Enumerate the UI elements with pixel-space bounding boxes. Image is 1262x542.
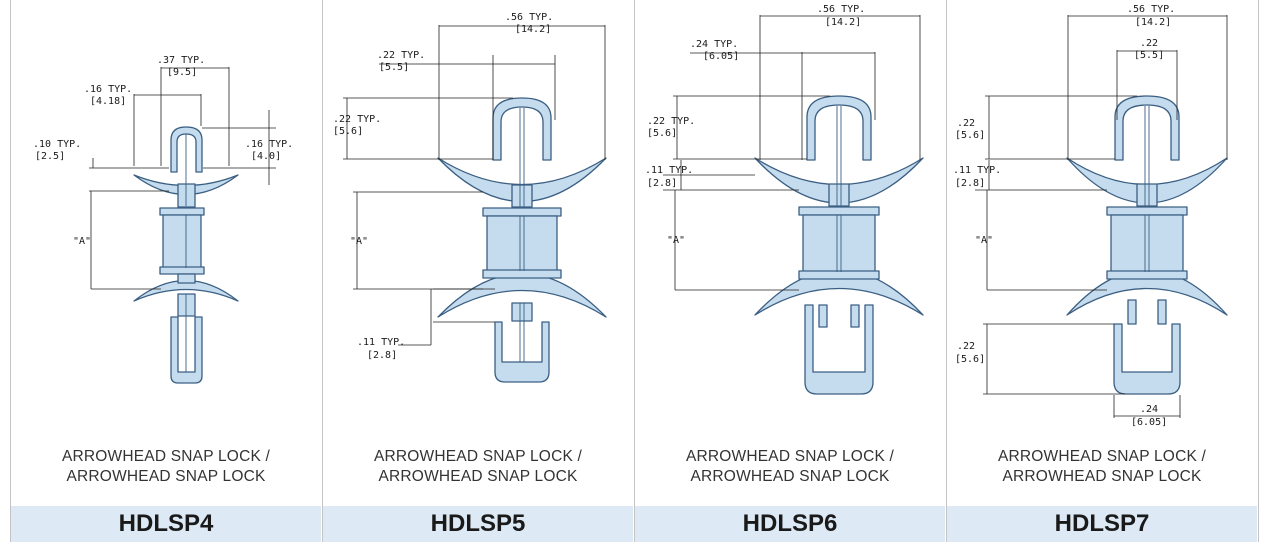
dimension-labels: .56 TYP. [14.2] .22 TYP. [5.5] .22 TYP. …: [333, 12, 553, 361]
dim-text: .10 TYP.: [33, 139, 81, 150]
divider-line: [946, 0, 947, 542]
panel-hdlsp6: .56 TYP. [14.2] .24 TYP. [6.05] .22 TYP.…: [635, 0, 945, 542]
dim-text: [6.05]: [703, 51, 739, 62]
dim-text: .56 TYP.: [1127, 4, 1175, 15]
description-line: ARROWHEAD SNAP LOCK: [690, 468, 890, 485]
dim-text: [6.05]: [1131, 417, 1167, 428]
dim-text: [5.6]: [647, 128, 677, 139]
dim-text: [14.2]: [515, 24, 551, 35]
dim-text: .56 TYP.: [505, 12, 553, 23]
dim-text: .22: [957, 341, 975, 352]
dim-text: .11 TYP.: [645, 165, 693, 176]
dim-text: [5.6]: [333, 126, 363, 137]
dim-text: [14.2]: [1135, 17, 1171, 28]
dim-text: [5.6]: [955, 130, 985, 141]
description-line: ARROWHEAD SNAP LOCK /: [61, 448, 271, 465]
panel-hdlsp4: .37 TYP. [9.5] .16 TYP. [4.18] .10 TYP. …: [11, 0, 321, 542]
dim-text: .22 TYP.: [647, 116, 695, 127]
dim-text: [4.18]: [90, 96, 126, 107]
model-label: HDLSP7: [947, 506, 1257, 542]
dim-text: .22: [1140, 38, 1158, 49]
dim-text: [2.8]: [955, 178, 985, 189]
dim-text: [5.6]: [955, 354, 985, 365]
dim-text: .16 TYP.: [84, 84, 132, 95]
dim-text: .24: [1140, 404, 1158, 415]
dim-text: [14.2]: [825, 17, 861, 28]
description-line: ARROWHEAD SNAP LOCK: [1002, 468, 1202, 485]
dim-text: "A": [667, 235, 685, 246]
dim-text: [5.5]: [1134, 50, 1164, 61]
dim-text: .11 TYP.: [953, 165, 1001, 176]
description-line: ARROWHEAD SNAP LOCK /: [685, 448, 895, 465]
divider-line: [1258, 0, 1259, 542]
description-line: ARROWHEAD SNAP LOCK /: [373, 448, 583, 465]
divider-line: [322, 0, 323, 542]
drawing-hdlsp6: .56 TYP. [14.2] .24 TYP. [6.05] .22 TYP.…: [645, 4, 924, 395]
description: ARROWHEAD SNAP LOCK / ARROWHEAD SNAP LOC…: [635, 447, 945, 487]
dim-text: .16 TYP.: [245, 139, 293, 150]
description-line: ARROWHEAD SNAP LOCK: [66, 468, 266, 485]
drawing-hdlsp7: .56 TYP. [14.2] .22 [5.5] .22 [5.6] .11 …: [953, 4, 1228, 428]
dim-text: [2.5]: [35, 151, 65, 162]
dimension-labels: .56 TYP. [14.2] .24 TYP. [6.05] .22 TYP.…: [645, 4, 865, 246]
divider-line: [634, 0, 635, 542]
dimension-labels: .56 TYP. [14.2] .22 [5.5] .22 [5.6] .11 …: [953, 4, 1175, 428]
dim-text: .11 TYP.: [357, 337, 405, 348]
description: ARROWHEAD SNAP LOCK / ARROWHEAD SNAP LOC…: [947, 447, 1257, 487]
drawing-hdlsp5: .56 TYP. [14.2] .22 TYP. [5.5] .22 TYP. …: [333, 12, 607, 383]
dim-text: "A": [350, 236, 368, 247]
divider-line: [10, 0, 11, 542]
model-label: HDLSP5: [323, 506, 633, 542]
dim-text: [5.5]: [379, 62, 409, 73]
dim-text: "A": [975, 235, 993, 246]
dim-text: .37 TYP.: [157, 55, 205, 66]
dim-text: .22 TYP.: [333, 114, 381, 125]
dimension-labels: .37 TYP. [9.5] .16 TYP. [4.18] .10 TYP. …: [33, 55, 293, 247]
dim-text: "A": [73, 236, 91, 247]
dim-text: [2.8]: [647, 178, 677, 189]
dim-text: [2.8]: [367, 350, 397, 361]
dim-text: .22: [957, 118, 975, 129]
dim-text: [4.0]: [251, 151, 281, 162]
description: ARROWHEAD SNAP LOCK / ARROWHEAD SNAP LOC…: [323, 447, 633, 487]
panel-hdlsp7: .56 TYP. [14.2] .22 [5.5] .22 [5.6] .11 …: [947, 0, 1257, 542]
dim-text: .22 TYP.: [377, 50, 425, 61]
dim-text: .24 TYP.: [690, 39, 738, 50]
model-label: HDLSP6: [635, 506, 945, 542]
model-label: HDLSP4: [11, 506, 321, 542]
description-line: ARROWHEAD SNAP LOCK /: [997, 448, 1207, 465]
dim-text: [9.5]: [167, 67, 197, 78]
drawing-hdlsp4: .37 TYP. [9.5] .16 TYP. [4.18] .10 TYP. …: [33, 55, 293, 384]
dim-text: .56 TYP.: [817, 4, 865, 15]
panel-hdlsp5: .56 TYP. [14.2] .22 TYP. [5.5] .22 TYP. …: [323, 0, 633, 542]
description-line: ARROWHEAD SNAP LOCK: [378, 468, 578, 485]
description: ARROWHEAD SNAP LOCK / ARROWHEAD SNAP LOC…: [11, 447, 321, 487]
